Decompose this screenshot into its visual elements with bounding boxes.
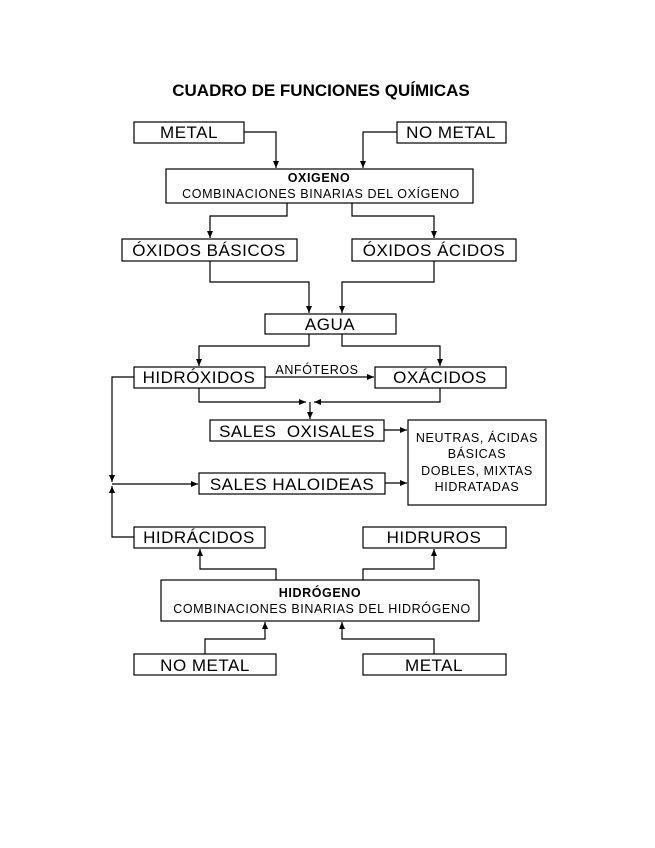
oxidos-basicos-label: ÓXIDOS BÁSICOS [132, 241, 285, 260]
arrow-agua-to-hidroxidos [196, 334, 310, 366]
oxidos-basicos-box: ÓXIDOS BÁSICOS [121, 238, 298, 262]
tipos-line-1: NEUTRAS, ÁCIDAS [416, 430, 538, 445]
oxidos-acidos-label: ÓXIDOS ÁCIDOS [363, 241, 506, 260]
hidroxidos-label: HIDRÓXIDOS [143, 368, 256, 387]
sales-haloideas-label: SALES HALOIDEAS [210, 475, 374, 494]
sales-haloideas-box: SALES HALOIDEAS [198, 472, 386, 495]
hidrogeno-subtitle: COMBINACIONES BINARIAS DEL HIDRÓGENO [173, 601, 471, 616]
metal-top-box: METAL [133, 121, 245, 144]
tipos-line-3: DOBLES, MIXTAS [421, 464, 533, 478]
connectors [109, 131, 443, 654]
arrow-oxigeno-to-oxidos-basicos [207, 203, 288, 238]
metal-top-label: METAL [160, 123, 218, 142]
oxigeno-subtitle: COMBINACIONES BINARIAS DEL OXÍGENO [182, 186, 460, 201]
arrow-oxidos-basicos-to-agua [209, 261, 312, 313]
tipos-sales-box: NEUTRAS, ÁCIDAS BÁSICAS DOBLES, MIXTAS H… [407, 419, 547, 506]
arrow-oxacidos-to-merge [314, 388, 441, 405]
agua-box: AGUA [264, 313, 397, 335]
tipos-line-2: BÁSICAS [448, 446, 506, 461]
arrow-hidracidos-to-left-merge [109, 486, 134, 538]
oxacidos-box: OXÁCIDOS [374, 366, 507, 389]
tipos-line-4: HIDRATADAS [435, 480, 520, 494]
nometal-bottom-label: NO METAL [160, 656, 250, 675]
oxigeno-title: OXIGENO [288, 171, 351, 185]
arrow-agua-to-oxacidos [341, 334, 443, 366]
hidracidos-box: HIDRÁCIDOS [133, 526, 266, 549]
anfoteros-label: ANFÓTEROS [275, 362, 358, 377]
sales-oxisales-label: SALES OXISALES [219, 422, 375, 441]
sales-oxisales-box: SALES OXISALES [209, 419, 385, 442]
metal-bottom-label: METAL [405, 656, 463, 675]
hidrogeno-box: HIDRÓGENO COMBINACIONES BINARIAS DEL HID… [160, 579, 480, 622]
oxacidos-label: OXÁCIDOS [393, 368, 487, 387]
hidruros-box: HIDRUROS [362, 526, 507, 549]
arrow-nometal-to-oxigeno [360, 131, 397, 168]
arrow-hidroxidos-to-left-merge [109, 376, 134, 482]
arrow-hidrogeno-to-hidracidos [197, 549, 277, 580]
arrow-oxigeno-to-oxidos-acidos [351, 203, 437, 238]
metal-bottom-box: METAL [362, 653, 507, 676]
arrow-metal-to-hidrogeno [339, 622, 435, 654]
nometal-bottom-box: NO METAL [133, 653, 277, 676]
hidrogeno-title: HIDRÓGENO [279, 585, 362, 600]
diagram-title: CUADRO DE FUNCIONES QUÍMICAS [172, 81, 470, 100]
arrow-nometal-to-hidrogeno [204, 622, 268, 654]
nometal-top-box: NO METAL [396, 121, 507, 144]
arrow-metal-to-oxigeno [244, 131, 279, 168]
arrow-hidroxidos-to-merge [198, 388, 306, 405]
hidracidos-label: HIDRÁCIDOS [143, 528, 255, 547]
oxigeno-box: OXIGENO COMBINACIONES BINARIAS DEL OXÍGE… [165, 168, 474, 204]
nometal-top-label: NO METAL [406, 123, 496, 142]
agua-label: AGUA [305, 315, 355, 334]
hidroxidos-box: HIDRÓXIDOS [133, 366, 266, 389]
oxidos-acidos-box: ÓXIDOS ÁCIDOS [351, 238, 517, 262]
arrow-oxidos-acidos-to-agua [339, 261, 435, 313]
arrow-hidrogeno-to-hidruros [362, 549, 437, 580]
hidruros-label: HIDRUROS [387, 528, 482, 547]
